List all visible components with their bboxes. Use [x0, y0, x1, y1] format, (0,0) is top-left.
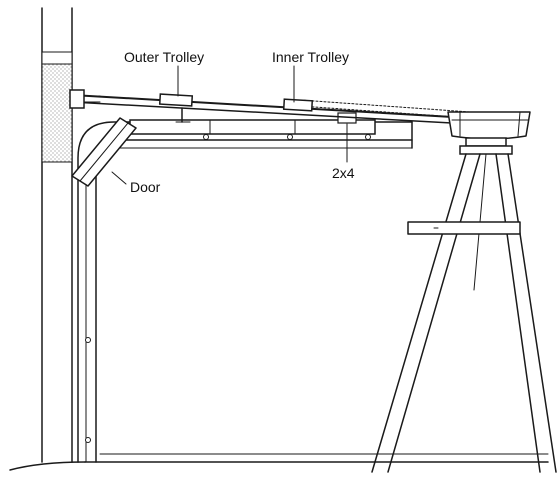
wall-header-block — [41, 61, 73, 163]
inner-trolley-label: Inner Trolley — [272, 49, 349, 65]
header-bracket — [69, 89, 85, 109]
door-leader — [111, 171, 127, 185]
two-by-four-label: 2x4 — [332, 165, 355, 181]
opener-rail — [69, 89, 471, 125]
outer-trolley — [158, 93, 194, 123]
garage-wall — [41, 7, 73, 463]
floor — [9, 453, 549, 471]
outer-trolley-label: Outer Trolley — [124, 49, 204, 65]
opener-motor-unit — [447, 111, 531, 155]
door-label: Door — [130, 179, 161, 195]
inner-trolley — [282, 98, 314, 112]
wall-header-top — [41, 51, 73, 65]
stepladder — [371, 153, 557, 473]
leader-lines — [111, 65, 348, 185]
door-top-section — [71, 117, 137, 187]
door-track — [77, 119, 413, 463]
